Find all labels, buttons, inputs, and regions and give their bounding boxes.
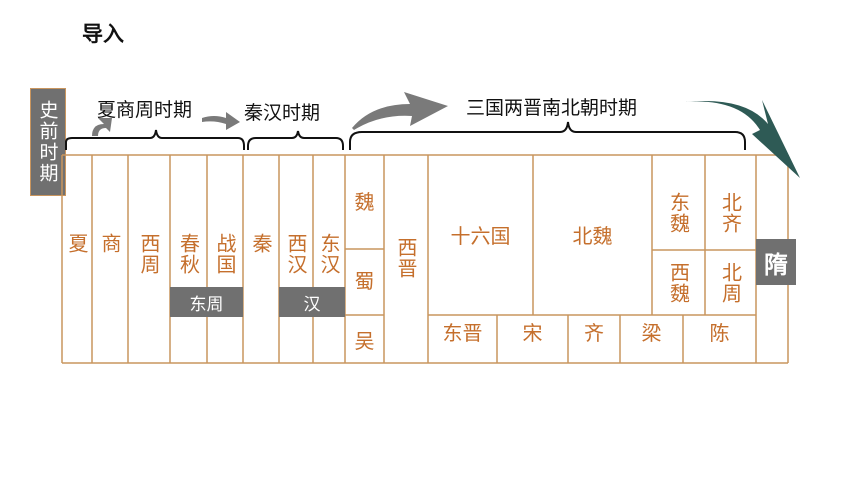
dynasty-eastern-han: 东汉 [317, 233, 341, 275]
period-label-three-kingdoms: 三国两晋南北朝时期 [466, 97, 638, 119]
dynasty-northern-wei: 北魏 [572, 224, 613, 248]
prehistoric-period-box: 史前时期 [30, 88, 66, 196]
dynasty-shu: 蜀 [354, 269, 375, 293]
page-title: 导入 [82, 22, 124, 46]
eastern-zhou-tag: 东周 [170, 287, 243, 317]
dynasty-western-zhou: 西周 [137, 233, 161, 275]
dynasty-wu: 吴 [354, 329, 375, 353]
arrow-icon [92, 118, 112, 136]
dynasty-western-han: 西汉 [284, 233, 308, 275]
dynasty-liang: 梁 [641, 321, 662, 345]
dynasty-warring-states: 战国 [213, 233, 237, 275]
arrow-icon [202, 112, 240, 130]
period-label-qin-han: 秦汉时期 [244, 102, 321, 124]
dynasty-spring-autumn: 春秋 [176, 233, 201, 275]
dynasty-chen: 陈 [709, 321, 730, 345]
dynasty-northern-qi: 北齐 [718, 192, 743, 234]
dynasty-xia: 夏 [65, 232, 89, 254]
dynasty-qin: 秦 [249, 232, 273, 254]
dynasty-western-wei: 西魏 [666, 262, 691, 304]
period-brackets [65, 121, 746, 150]
han-tag: 汉 [279, 287, 345, 317]
dynasty-northern-zhou: 北周 [718, 262, 743, 304]
arrow-icon [352, 92, 448, 130]
sui-dynasty-tag: 隋 [756, 239, 796, 285]
dynasty-eastern-wei: 东魏 [666, 192, 691, 234]
dynasty-qi: 齐 [584, 321, 604, 345]
timeline-grid [61, 154, 789, 364]
dynasty-sixteen-kingdoms: 十六国 [450, 224, 511, 248]
dynasty-eastern-jin: 东晋 [442, 321, 483, 345]
dynasty-song: 宋 [522, 321, 543, 345]
dynasty-shang: 商 [98, 232, 122, 254]
dynasty-western-jin: 西晋 [394, 237, 418, 279]
period-label-xia-shang-zhou: 夏商周时期 [97, 99, 193, 121]
arrow-icon [685, 100, 800, 178]
dynasty-wei: 魏 [354, 190, 375, 214]
